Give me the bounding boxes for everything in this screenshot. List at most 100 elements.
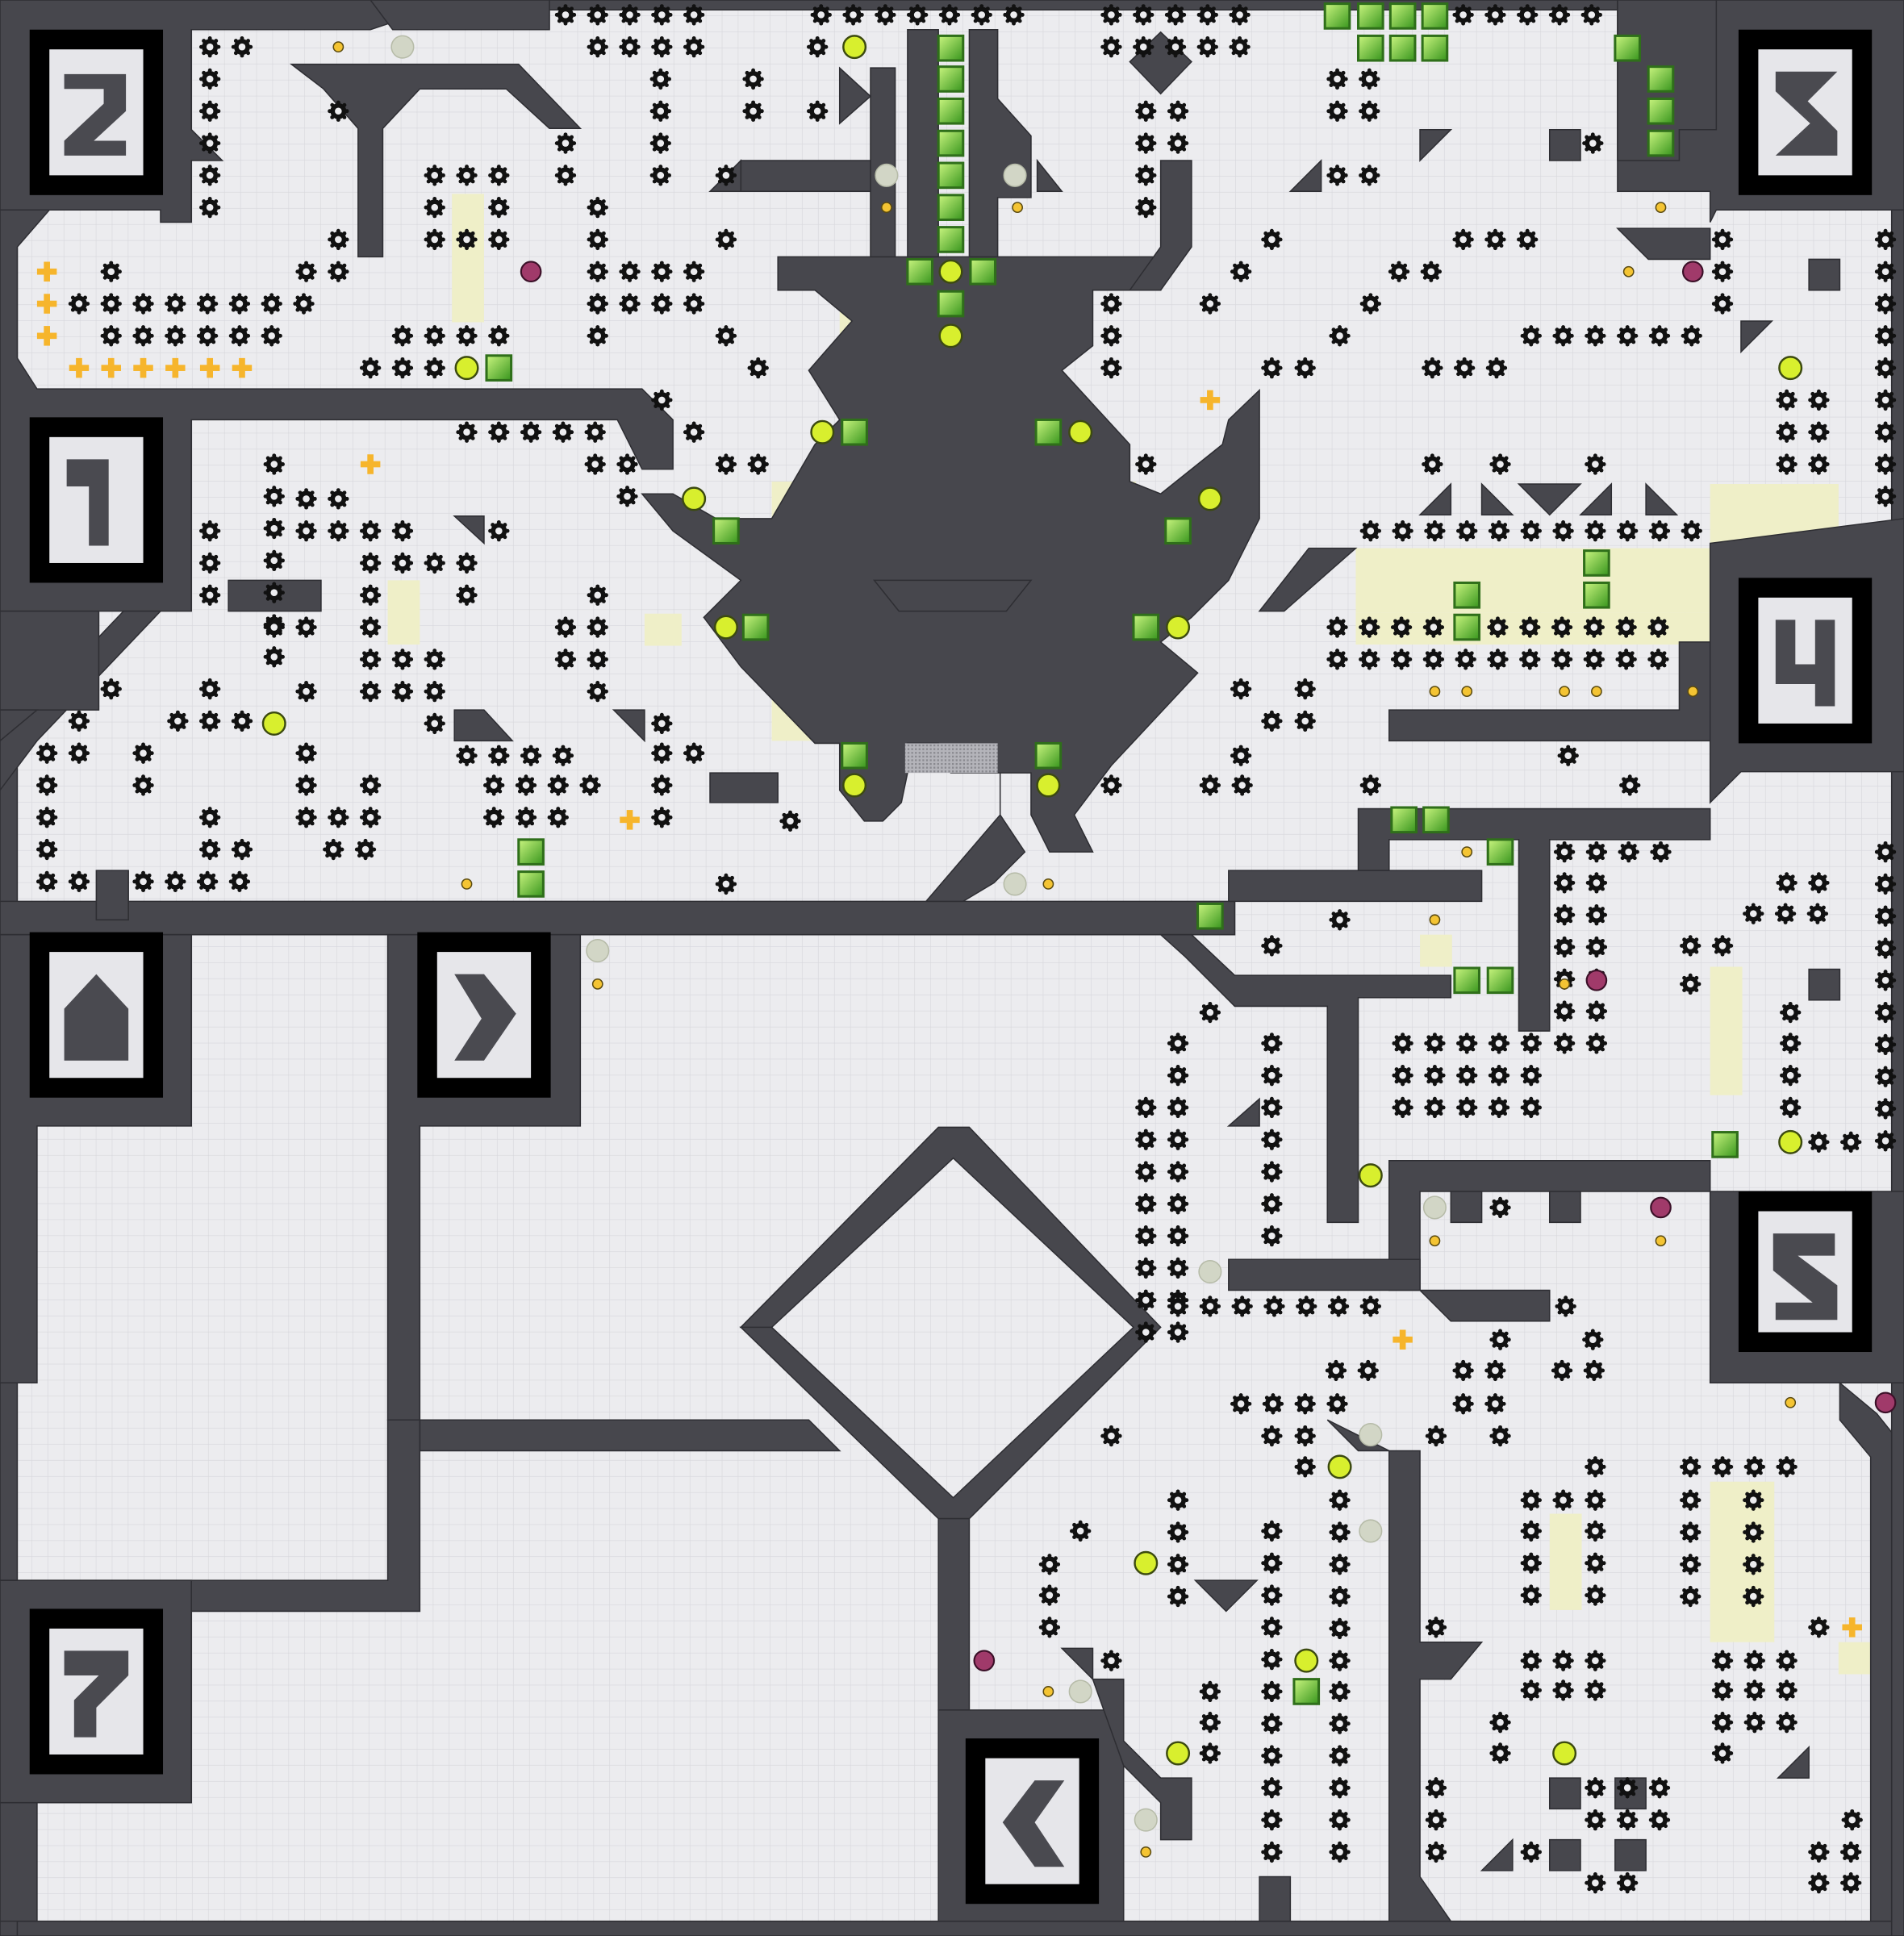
green-block-icon[interactable] — [937, 65, 965, 93]
pink-orb-icon[interactable] — [1650, 1196, 1672, 1219]
gold-dot-icon[interactable] — [1140, 1846, 1152, 1858]
pink-orb-icon[interactable] — [1874, 1392, 1897, 1414]
yellow-orb-icon[interactable] — [1552, 1741, 1577, 1766]
pink-orb-icon[interactable] — [973, 1650, 996, 1671]
plus-pickup-icon[interactable] — [1200, 390, 1221, 411]
gold-dot-icon[interactable] — [461, 878, 473, 890]
green-block-icon[interactable] — [937, 34, 965, 62]
green-block-icon[interactable] — [1323, 2, 1351, 30]
plus-pickup-icon[interactable] — [133, 357, 153, 378]
yellow-orb-icon[interactable] — [1166, 615, 1191, 640]
yellow-orb-icon[interactable] — [1197, 486, 1222, 511]
gold-dot-icon[interactable] — [1042, 1686, 1054, 1697]
gold-dot-icon[interactable] — [1461, 686, 1473, 698]
plus-pickup-icon[interactable] — [360, 454, 381, 474]
green-block-icon[interactable] — [1453, 581, 1481, 609]
yellow-orb-icon[interactable] — [454, 356, 479, 381]
yellow-orb-icon[interactable] — [1036, 773, 1061, 798]
pink-orb-icon[interactable] — [1681, 261, 1704, 283]
plus-pickup-icon[interactable] — [199, 357, 220, 378]
green-block-icon[interactable] — [1486, 966, 1514, 995]
yellow-orb-icon[interactable] — [713, 615, 738, 640]
green-block-icon[interactable] — [1421, 2, 1449, 30]
green-block-icon[interactable] — [741, 613, 770, 641]
green-block-icon[interactable] — [1292, 1678, 1321, 1705]
green-block-icon[interactable] — [841, 741, 868, 770]
green-block-icon[interactable] — [712, 517, 740, 544]
yellow-orb-icon[interactable] — [261, 711, 286, 736]
green-block-icon[interactable] — [937, 194, 965, 221]
green-block-icon[interactable] — [841, 418, 868, 446]
plus-pickup-icon[interactable] — [36, 326, 57, 346]
pink-orb-icon[interactable] — [520, 261, 542, 283]
gold-dot-icon[interactable] — [332, 41, 344, 53]
green-block-icon[interactable] — [1711, 1131, 1739, 1158]
green-block-icon[interactable] — [1388, 2, 1417, 30]
yellow-orb-icon[interactable] — [938, 259, 963, 284]
green-block-icon[interactable] — [517, 870, 545, 898]
portal-icon[interactable] — [29, 29, 164, 195]
gold-dot-icon[interactable] — [1559, 978, 1571, 990]
green-block-icon[interactable] — [1647, 65, 1675, 93]
gold-dot-icon[interactable] — [1012, 202, 1024, 214]
green-block-icon[interactable] — [1196, 902, 1224, 930]
yellow-orb-icon[interactable] — [842, 773, 867, 798]
gold-dot-icon[interactable] — [1622, 265, 1635, 277]
green-block-icon[interactable] — [1356, 34, 1384, 62]
plus-pickup-icon[interactable] — [36, 294, 57, 314]
green-block-icon[interactable] — [1583, 549, 1610, 577]
plus-pickup-icon[interactable] — [620, 810, 640, 830]
green-block-icon[interactable] — [517, 838, 545, 866]
gold-dot-icon[interactable] — [591, 978, 603, 990]
yellow-orb-icon[interactable] — [842, 35, 867, 60]
green-block-icon[interactable] — [485, 354, 513, 382]
plus-pickup-icon[interactable] — [101, 357, 121, 378]
green-block-icon[interactable] — [937, 161, 965, 190]
gold-dot-icon[interactable] — [1461, 846, 1473, 858]
yellow-orb-icon[interactable] — [1778, 356, 1803, 381]
gold-dot-icon[interactable] — [1429, 1235, 1441, 1247]
gold-dot-icon[interactable] — [1655, 202, 1667, 214]
green-block-icon[interactable] — [906, 257, 934, 286]
gold-dot-icon[interactable] — [1429, 914, 1441, 926]
green-block-icon[interactable] — [1356, 2, 1384, 30]
portal-icon[interactable] — [965, 1738, 1100, 1905]
plus-pickup-icon[interactable] — [36, 261, 57, 282]
green-block-icon[interactable] — [937, 129, 965, 157]
yellow-orb-icon[interactable] — [1134, 1550, 1159, 1575]
gold-dot-icon[interactable] — [1687, 686, 1699, 698]
yellow-orb-icon[interactable] — [1358, 1163, 1383, 1188]
portal-icon[interactable] — [29, 1608, 164, 1775]
yellow-orb-icon[interactable] — [1166, 1741, 1191, 1766]
portal-icon[interactable] — [29, 932, 164, 1098]
green-block-icon[interactable] — [1034, 741, 1063, 770]
plus-pickup-icon[interactable] — [1842, 1617, 1862, 1638]
green-block-icon[interactable] — [969, 257, 997, 286]
plus-pickup-icon[interactable] — [1393, 1329, 1413, 1350]
green-block-icon[interactable] — [937, 226, 965, 253]
pink-orb-icon[interactable] — [1585, 969, 1608, 991]
gold-dot-icon[interactable] — [1559, 686, 1571, 698]
gold-dot-icon[interactable] — [880, 202, 892, 214]
portal-icon[interactable] — [1738, 1191, 1873, 1353]
gold-dot-icon[interactable] — [1655, 1235, 1667, 1247]
green-block-icon[interactable] — [1486, 838, 1514, 866]
green-block-icon[interactable] — [1034, 418, 1063, 446]
gold-dot-icon[interactable] — [1429, 686, 1441, 698]
green-block-icon[interactable] — [1421, 34, 1449, 62]
green-block-icon[interactable] — [1647, 129, 1675, 157]
plus-pickup-icon[interactable] — [165, 357, 186, 378]
green-block-icon[interactable] — [1388, 34, 1417, 62]
green-block-icon[interactable] — [1583, 581, 1610, 609]
portal-icon[interactable] — [417, 932, 551, 1098]
plus-pickup-icon[interactable] — [232, 357, 253, 378]
portal-icon[interactable] — [1738, 578, 1873, 744]
plus-pickup-icon[interactable] — [69, 357, 90, 378]
yellow-orb-icon[interactable] — [682, 486, 707, 511]
green-block-icon[interactable] — [1614, 34, 1642, 62]
green-block-icon[interactable] — [1422, 806, 1450, 834]
yellow-orb-icon[interactable] — [810, 419, 835, 444]
yellow-orb-icon[interactable] — [1068, 419, 1093, 444]
green-block-icon[interactable] — [1390, 806, 1418, 834]
